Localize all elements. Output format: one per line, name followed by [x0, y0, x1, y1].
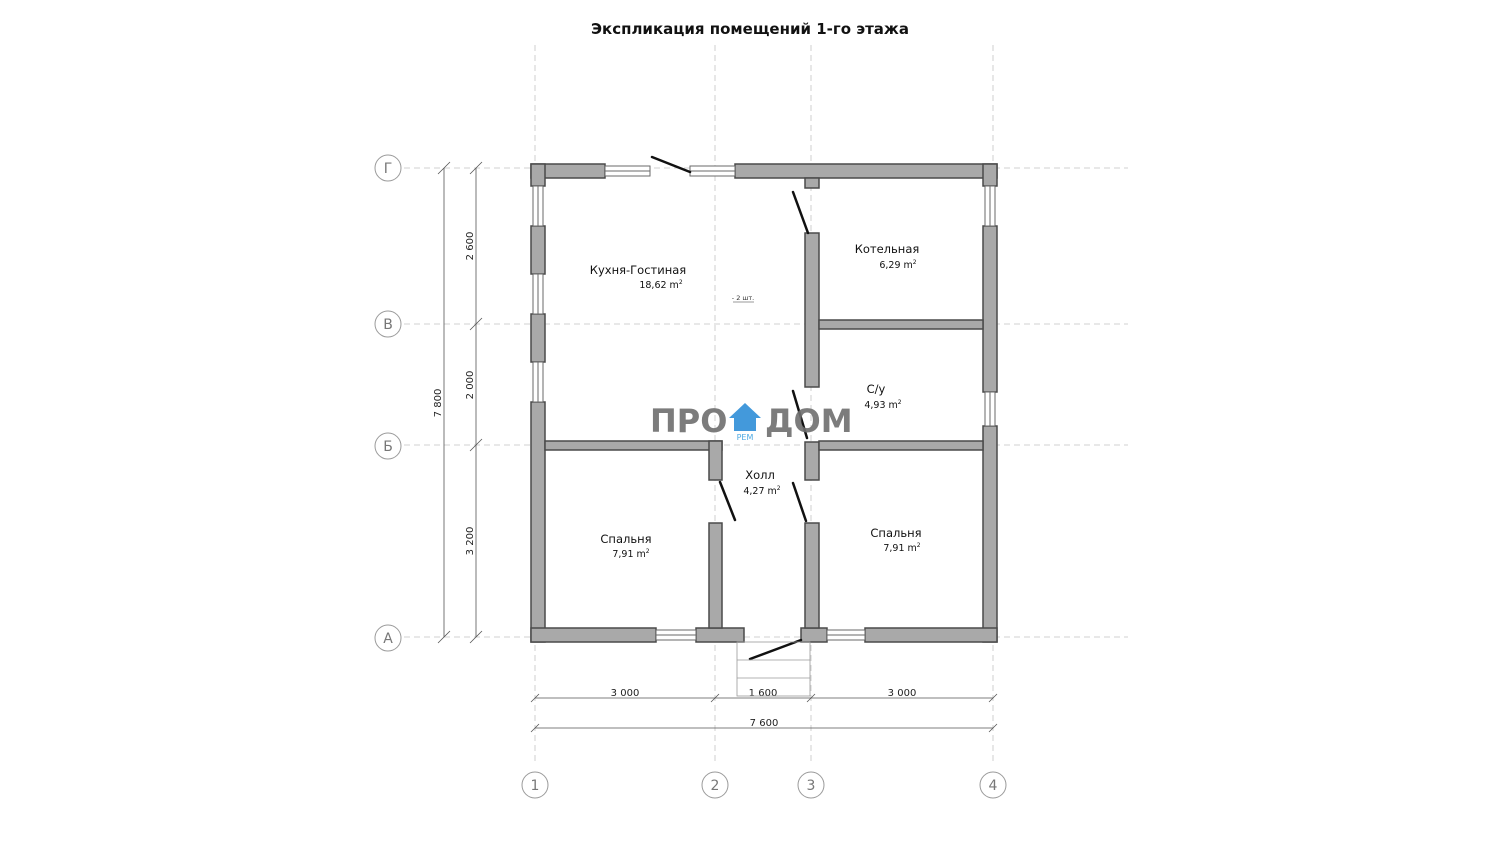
entrance-steps: [736, 641, 811, 697]
dim-vertical-1: 2 600: [465, 232, 476, 261]
plan-title: Экспликация помещений 1-го этажа: [591, 20, 909, 38]
room-hall: Холл 4,27 m2: [743, 468, 780, 497]
row-axis-v: В: [374, 310, 402, 338]
room-bathroom: С/у 4,93 m2: [864, 382, 901, 411]
room-name: Спальня: [600, 532, 651, 546]
svg-text:Б: Б: [383, 439, 393, 455]
dim-horizontal-1: 3 000: [611, 688, 640, 699]
svg-text:Г: Г: [384, 161, 393, 177]
svg-text:2: 2: [711, 778, 720, 794]
note-label: - 2 шт.: [732, 294, 754, 302]
dim-vertical-2: 2 000: [465, 371, 476, 400]
doors: [650, 155, 810, 661]
svg-text:1: 1: [531, 778, 540, 794]
dim-horizontal-total: 7 600: [750, 718, 779, 729]
row-axis-a: А: [374, 624, 402, 652]
room-name: Холл: [745, 468, 775, 482]
room-name: Кухня-Гостиная: [590, 263, 686, 277]
dim-vertical-total: 7 800: [433, 389, 444, 418]
dim-horizontal-2: 1 600: [749, 688, 778, 699]
svg-text:3: 3: [807, 778, 816, 794]
windows: [532, 165, 996, 641]
room-area: 7,91 m2: [612, 548, 649, 560]
svg-text:4: 4: [989, 778, 998, 794]
watermark-right-text: ДОМ: [765, 402, 853, 440]
room-bedroom-right: Спальня 7,91 m2: [870, 526, 921, 554]
room-boiler: Котельная 6,29 m2: [855, 242, 920, 271]
room-area: 18,62 m2: [639, 279, 682, 291]
walls: [530, 163, 998, 643]
column-axis-4: 4: [979, 771, 1007, 799]
vertical-dimensions: [437, 161, 483, 644]
room-kitchen: Кухня-Гостиная 18,62 m2: [590, 263, 686, 291]
room-area: 7,91 m2: [883, 542, 920, 554]
room-name: Спальня: [870, 526, 921, 540]
svg-text:В: В: [383, 317, 393, 333]
house-icon: [729, 403, 761, 431]
svg-text:А: А: [383, 631, 393, 647]
column-axis-2: 2: [701, 771, 729, 799]
room-name: Котельная: [855, 242, 920, 256]
room-area: 4,93 m2: [864, 399, 901, 411]
horizontal-dimensions: [530, 693, 998, 733]
column-axis-3: 3: [797, 771, 825, 799]
row-axis-b: Б: [374, 432, 402, 460]
watermark-small-text: РЕМ: [737, 433, 754, 442]
watermark-logo: ПРО РЕМ ДОМ: [650, 402, 853, 442]
dim-horizontal-3: 3 000: [888, 688, 917, 699]
watermark-left-text: ПРО: [650, 402, 727, 440]
column-axis-1: 1: [521, 771, 549, 799]
room-area: 4,27 m2: [743, 485, 780, 497]
room-name: С/у: [867, 382, 886, 396]
room-bedroom-left: Спальня 7,91 m2: [600, 532, 651, 560]
room-area: 6,29 m2: [879, 259, 916, 271]
dim-vertical-3: 3 200: [465, 527, 476, 556]
row-axis-g: Г: [374, 154, 402, 182]
